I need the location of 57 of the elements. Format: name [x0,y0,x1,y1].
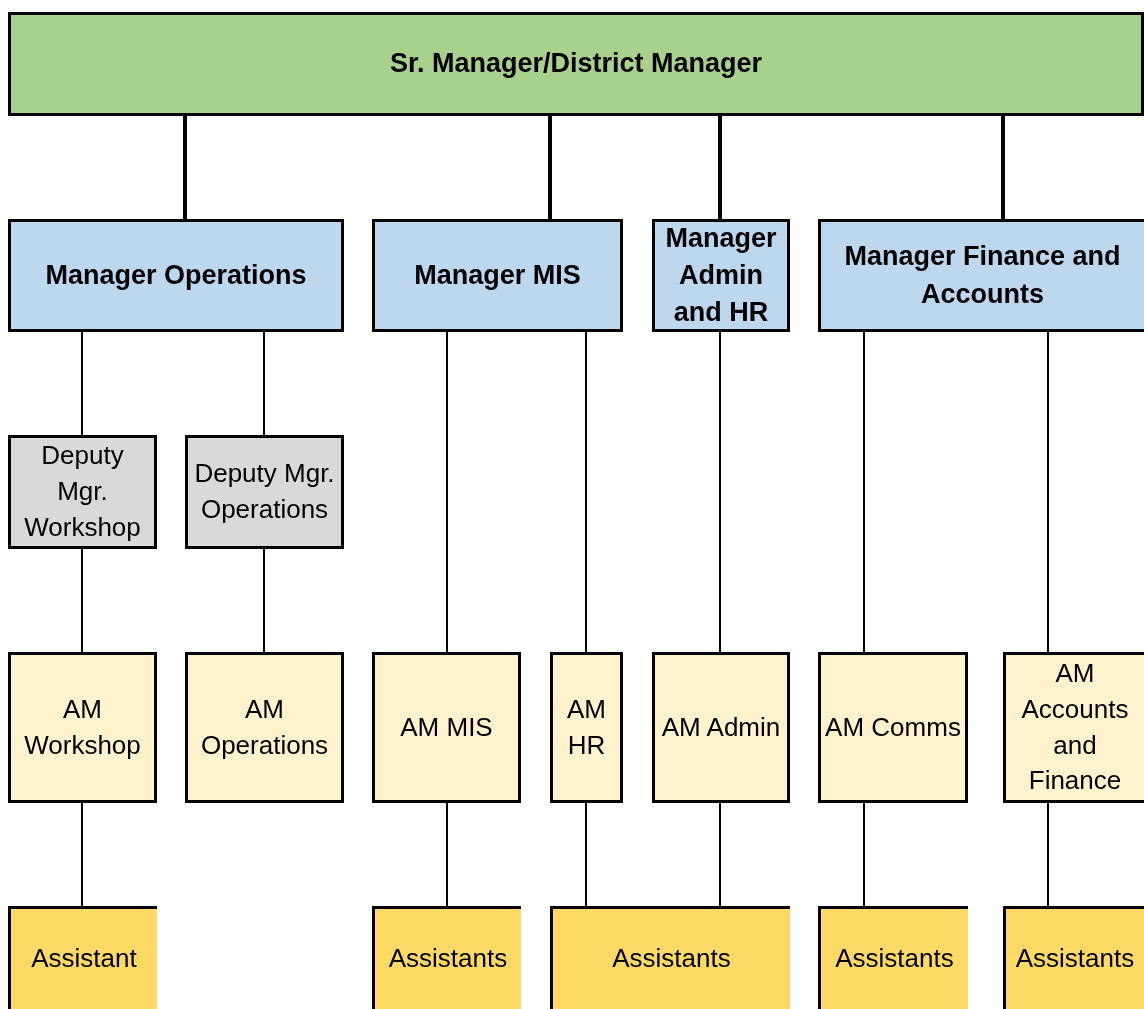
manager-box [372,219,623,332]
deputy-box [185,435,344,549]
role-title: Sr. Manager/District Manager [389,47,763,81]
role-title: Deputy Mgr. Operations [193,457,336,526]
connector-line [81,331,83,436]
role-title: Assistants [612,942,731,976]
connector-line [81,802,83,907]
connector-line [1047,802,1049,907]
manager-box [818,219,1144,332]
role-title: Manager Operations [45,258,307,292]
connector-line [718,116,722,219]
role-title: Assistant [31,942,137,976]
assistant-box [550,906,790,1009]
connector-line [263,331,265,436]
connector-line [1047,331,1049,653]
role-title: AM MIS [400,710,493,744]
connector-line [585,802,587,907]
role-title: Manager Admin and HR [664,221,778,330]
assistant-box [818,906,968,1009]
role-title: AM Admin [661,710,781,744]
connector-line [81,548,83,653]
manager-box [652,219,790,332]
role-title: Manager Finance and Accounts [843,240,1122,311]
director-box [8,12,1144,116]
connector-line [548,116,552,219]
role-title: AM Workshop [23,692,142,762]
assistant-manager-box [550,652,623,803]
connector-line [263,548,265,653]
role-title: AM Comms [825,710,961,744]
assistant-manager-box [8,652,157,803]
role-title: AM Accounts and Finance [1020,656,1130,798]
role-title: AM HR [566,692,607,762]
connector-line [585,331,587,653]
role-title: Manager MIS [414,258,581,292]
connector-line [446,802,448,907]
assistant-box [8,906,157,1009]
connector-line [1001,116,1005,219]
role-title: Assistants [1015,942,1135,976]
role-title: Assistants [835,942,954,976]
role-title: Deputy Mgr. Workshop [23,439,142,544]
assistant-manager-box [818,652,968,803]
assistant-box [1003,906,1144,1009]
role-title: Assistants [388,942,508,976]
assistant-manager-box [372,652,521,803]
connector-line [863,802,865,907]
manager-box [8,219,344,332]
connector-line [863,331,865,653]
assistant-box [372,906,521,1009]
assistant-manager-box [185,652,344,803]
connector-line [446,331,448,653]
connector-line [719,802,721,907]
connector-line [719,331,721,653]
assistant-manager-box [652,652,790,803]
role-title: AM Operations [199,692,330,762]
deputy-box [8,435,157,549]
connector-line [183,116,187,219]
assistant-manager-box [1003,652,1144,803]
